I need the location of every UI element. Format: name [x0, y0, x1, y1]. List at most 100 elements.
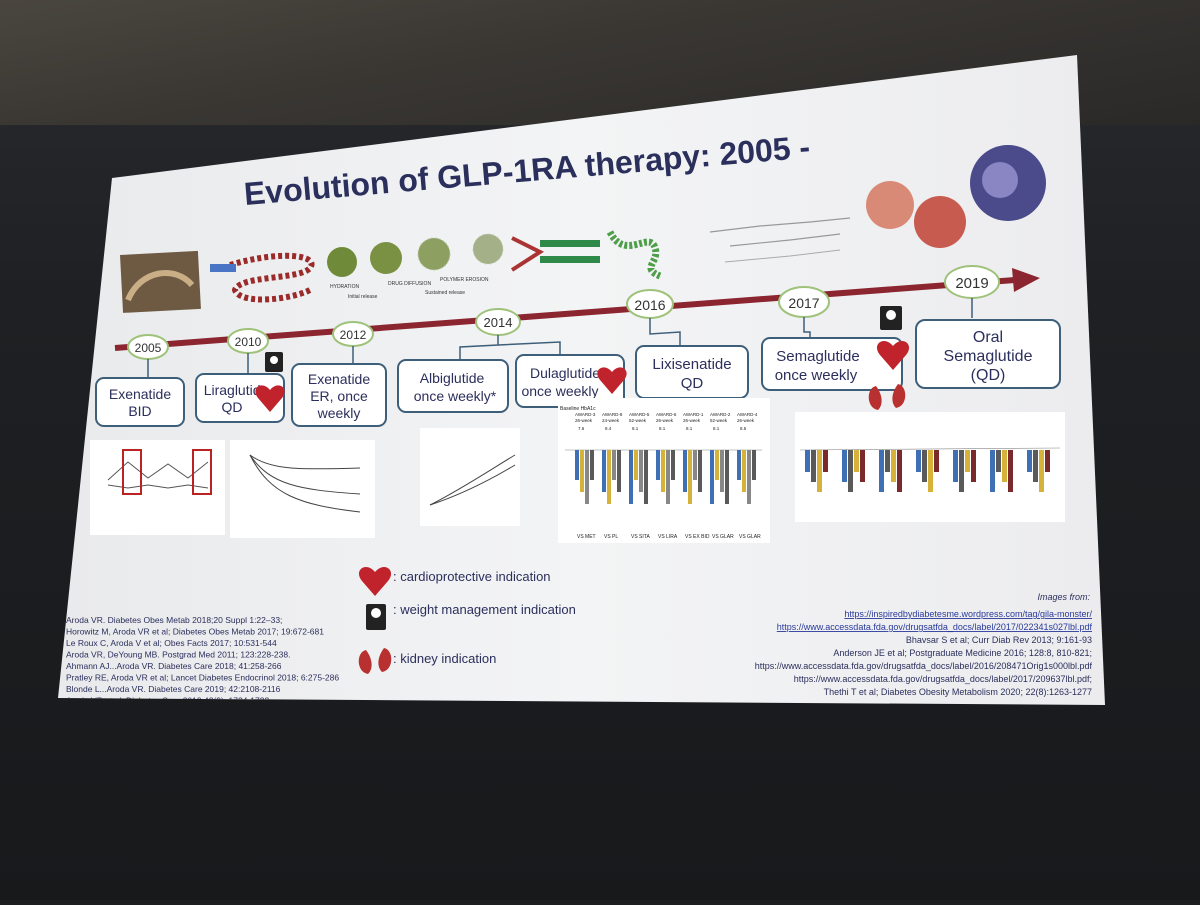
reference-left-item: Aroda VR, DeYoung MB. Postgrad Med 2011;… [66, 650, 290, 660]
svg-text:2014: 2014 [484, 315, 513, 330]
award-trial-baseline: 8.1 [713, 426, 720, 431]
svg-text:2019: 2019 [955, 275, 988, 292]
albumin-chain-image [606, 230, 662, 280]
award-bar [742, 450, 746, 492]
sustain-bar [879, 450, 884, 492]
year-badge-2019: 2019 [944, 265, 1000, 299]
heart-icon [876, 340, 910, 370]
award-trial-duration: 52-week [710, 418, 728, 423]
legend-cardioprotective: : cardioprotective indication [393, 569, 551, 584]
svg-text:Semaglutide: Semaglutide [776, 348, 859, 365]
svg-text:BID: BID [128, 403, 151, 419]
award-x-label: VS SITA [631, 534, 650, 540]
kidney-icon [868, 384, 906, 410]
drug-box-albiglutide: Albiglutide once weekly* [397, 359, 509, 413]
sustain-bar-chart [795, 412, 1065, 522]
award-bar [602, 450, 606, 492]
sustain-bar [965, 450, 970, 472]
sustain-bar [990, 450, 995, 492]
award-bar [747, 450, 751, 504]
scale-icon [880, 306, 902, 330]
svg-text:once weekly*: once weekly* [414, 388, 497, 404]
box-indication-icons [255, 306, 910, 412]
sustain-bar [805, 450, 810, 472]
award-bar [575, 450, 579, 480]
award-bar [698, 450, 702, 492]
references-right: Images from: https://inspiredbydiabetesm… [755, 592, 1093, 697]
drug-box-semaglutide: Semaglutide once weekly [761, 337, 903, 391]
award-bar [683, 450, 687, 492]
sustain-bar [996, 450, 1001, 472]
award-trial-duration: 26-week [575, 418, 593, 423]
award-bar [710, 450, 714, 504]
award-bar [607, 450, 611, 504]
svg-text:Exenatide: Exenatide [308, 371, 370, 387]
year-badge-2017: 2017 [778, 286, 830, 318]
svg-text:ER, once: ER, once [310, 388, 368, 404]
reference-left-item: Ahmann AJ...Aroda VR. Diabetes Care 2018… [66, 661, 282, 671]
reference-right-item: Bhavsar S et al; Curr Diab Rev 2013; 9:1… [906, 635, 1092, 645]
mini-chart-weight-change [230, 440, 375, 538]
svg-text:2012: 2012 [340, 328, 367, 342]
drug-boxes: Exenatide BID Liraglutide QD Exenatide E… [95, 319, 1061, 427]
award-trial-baseline: 8.1 [686, 426, 693, 431]
award-bar [715, 450, 719, 480]
reference-left-item: Pratley RE, Aroda VR et al; Lancet Diabe… [66, 673, 339, 683]
award-bar [688, 450, 692, 504]
reference-right-item: Thethi T et al; Diabetes Obesity Metabol… [824, 687, 1092, 697]
sustain-bar [1027, 450, 1032, 472]
award-bar [629, 450, 633, 504]
reference-link[interactable]: https://inspiredbydiabetesme.wordpress.c… [844, 609, 1092, 619]
award-bar-chart: Baseline HbA1c AWARD-326-week7.6AWARD-82… [558, 398, 770, 543]
peptide-chain-image [210, 252, 315, 303]
year-badge-2016: 2016 [626, 289, 674, 319]
drug-box-exenatide-er: Exenatide ER, once weekly [291, 363, 387, 427]
legend-kidney: : kidney indication [393, 651, 496, 666]
award-x-label: VS EX BID [685, 534, 710, 540]
sustain-bar [1008, 450, 1013, 492]
label-polymer-erosion: POLYMER EROSION [440, 277, 489, 283]
sustain-bar [1002, 450, 1007, 482]
sustain-bar [959, 450, 964, 492]
svg-text:Oral: Oral [973, 329, 1003, 346]
sustain-bar [916, 450, 921, 472]
award-bar [661, 450, 665, 492]
heart-icon [358, 566, 392, 596]
award-x-label: VS GLAR [712, 534, 734, 540]
indication-legend: : cardioprotective indication : weight m… [358, 566, 576, 674]
award-trial-baseline: 8.4 [605, 426, 612, 431]
award-trial-baseline: 8.1 [632, 426, 639, 431]
sustain-bar [928, 450, 933, 492]
award-bar [737, 450, 741, 480]
svg-text:QD: QD [222, 399, 243, 415]
year-badge-2012: 2012 [332, 321, 374, 347]
svg-text:Lixisenatide: Lixisenatide [652, 356, 731, 373]
drug-box-exenatide-bid: Exenatide BID [95, 377, 185, 427]
drug-box-oral-semaglutide: Oral Semaglutide (QD) [915, 319, 1061, 389]
svg-text:2017: 2017 [788, 295, 819, 311]
year-badges: 2005 2010 2012 2014 2016 2017 [127, 265, 1000, 360]
sustain-bar [817, 450, 822, 492]
award-bar [617, 450, 621, 492]
sustain-bar [953, 450, 958, 482]
award-bar [752, 450, 756, 480]
svg-text:2005: 2005 [135, 341, 162, 355]
sustain-bar [897, 450, 902, 492]
microsphere-images: HYDRATION DRUG DIFFUSION POLYMER EROSION… [327, 233, 504, 300]
award-trial-name: AWARD-4 [737, 412, 758, 417]
award-baseline-label: Baseline HbA1c [560, 406, 596, 412]
reference-left-item: Le Roux C, Aroda V et al; Obes Facts 201… [66, 638, 277, 648]
sustain-bar [842, 450, 847, 482]
reference-left-item: Horowitz M, Aroda VR et al; Diabetes Obe… [66, 627, 324, 637]
award-trial-duration: 24-week [602, 418, 620, 423]
svg-text:Exenatide: Exenatide [109, 386, 171, 402]
award-trial-baseline: 8.1 [659, 426, 666, 431]
svg-text:Liraglutide: Liraglutide [204, 382, 269, 398]
svg-text:Semaglutide: Semaglutide [944, 348, 1033, 365]
reference-left-item: Aroda VR et al; Diabetes Care 2019 42(9)… [66, 696, 269, 706]
award-trial-duration: 26-week [656, 418, 674, 423]
award-trial-baseline: 7.6 [578, 426, 585, 431]
sustain-bar [891, 450, 896, 482]
reference-link[interactable]: https://www.accessdata.fda.gov/drugsatfd… [777, 622, 1093, 632]
timeline-connectors [147, 298, 973, 378]
